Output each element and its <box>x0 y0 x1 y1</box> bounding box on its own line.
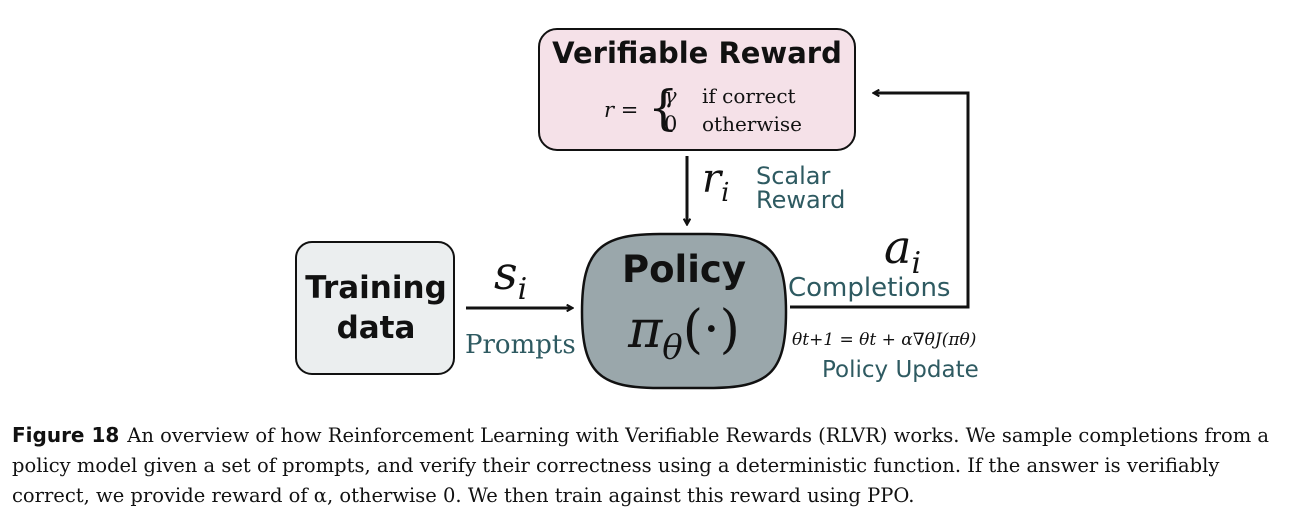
policy-symbol: πθ(·) <box>584 300 784 367</box>
scalar-reward-line1: Scalar <box>756 162 831 190</box>
training-data-title: Training data <box>305 270 447 346</box>
reward-formula: r = { γ if correct 0 otherwise <box>600 80 830 140</box>
formula-case1-value: γ <box>664 84 677 108</box>
reward-i: i <box>721 178 730 208</box>
verifiable-reward-box <box>538 28 856 151</box>
completion-i: i <box>911 246 922 282</box>
caption-text: An overview of how Reinforcement Learnin… <box>12 424 1270 507</box>
completion-feedback-arrow <box>790 93 970 309</box>
prompts-label: Prompts <box>465 330 576 360</box>
scalar-reward-label: Scalar Reward <box>756 164 845 212</box>
prompt-i: i <box>517 272 528 308</box>
formula-lhs: r = <box>604 98 639 122</box>
verifiable-reward-title: Verifiable Reward <box>552 36 842 70</box>
formula-case2-value: 0 <box>664 112 678 136</box>
prompt-symbol: si <box>494 246 527 307</box>
policy-update-label: Policy Update <box>822 357 979 383</box>
reward-symbol: ri <box>702 156 729 208</box>
formula-case2-text: otherwise <box>702 112 802 136</box>
completion-symbol: ai <box>884 220 921 281</box>
policy-box <box>580 232 788 390</box>
scalar-reward-line2: Reward <box>756 186 846 214</box>
reward-r: r <box>702 156 722 202</box>
completions-label: Completions <box>788 273 951 303</box>
formula-case1-text: if correct <box>702 84 796 108</box>
policy-arg: (·) <box>682 300 740 360</box>
policy-title: Policy <box>622 248 746 291</box>
caption-label: Figure 18 <box>12 423 120 447</box>
policy-update-equation: θt+1 = θt + α∇θJ(πθ) <box>792 330 977 350</box>
completion-a: a <box>884 220 912 274</box>
prompt-s: s <box>494 246 518 300</box>
policy-theta: θ <box>662 327 683 368</box>
policy-pi: π <box>628 300 663 360</box>
formula-brace: { <box>648 80 679 136</box>
training-data-box <box>295 241 455 375</box>
